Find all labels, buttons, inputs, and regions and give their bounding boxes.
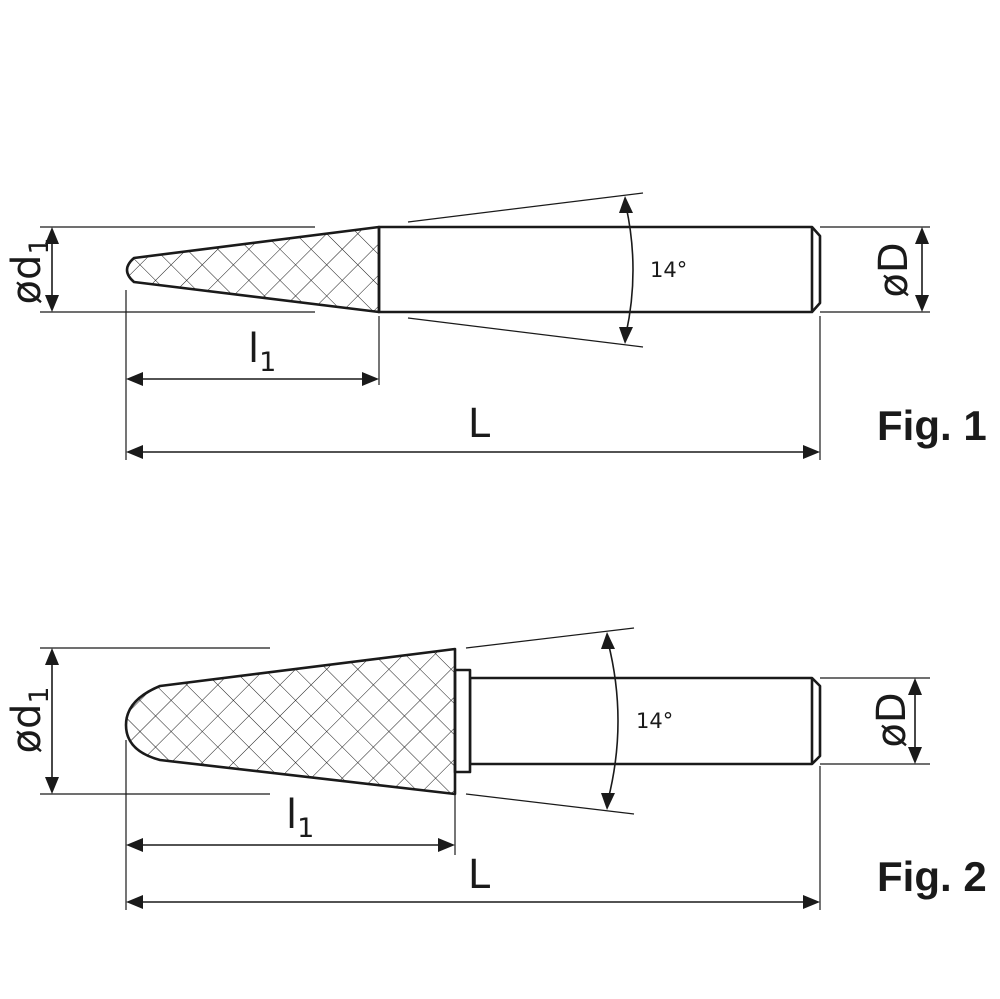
label-angle: 14° [650, 258, 687, 282]
angle-arc [607, 641, 619, 801]
arrow-D-top [908, 678, 922, 695]
arrow-d1-bottom [45, 295, 59, 312]
arrow-l1-right [438, 838, 455, 852]
cutting-head-outline [124, 647, 457, 796]
neck-collar [453, 668, 472, 774]
arrow-D-bottom [915, 295, 929, 312]
arrow-D-bottom [908, 747, 922, 764]
label-overall-length: L [468, 401, 491, 447]
shank-body [377, 225, 822, 314]
arrow-L-left [126, 445, 143, 459]
label-head-length: l1 [286, 792, 314, 844]
label-small-diameter: ød1 [4, 686, 55, 753]
arrow-l1-left [126, 372, 143, 386]
figure-caption: Fig. 1 [877, 402, 987, 449]
arrow-l1-left [126, 838, 143, 852]
arrow-d1-top [45, 648, 59, 665]
cutting-head-hatch [126, 649, 455, 794]
label-angle: 14° [636, 709, 673, 733]
arrow-d1-bottom [45, 777, 59, 794]
arrow-D-top [915, 227, 929, 244]
angle-line-bottom [407, 317, 644, 348]
cutting-head-outline [125, 225, 381, 314]
arrow-d1-top [45, 227, 59, 244]
label-overall-length: L [468, 852, 491, 898]
figure-1: ød1 øD 14° l1 L Fig. 1 [4, 192, 987, 460]
label-large-diameter: øD [869, 692, 915, 747]
angle-line-bottom [465, 793, 635, 815]
angle-arc [625, 205, 634, 335]
label-large-diameter: øD [871, 242, 917, 297]
angle-line-top [465, 627, 635, 649]
cutting-head-hatch [127, 227, 379, 312]
label-head-length: l1 [248, 326, 276, 378]
arrow-L-left [126, 895, 143, 909]
arrow-angle-bottom [619, 327, 633, 344]
figure-2: ød1 øD 14° l1 L Fig. 2 [4, 627, 987, 910]
angle-line-top [407, 192, 644, 223]
arrow-angle-bottom [601, 793, 615, 810]
arrow-angle-top [619, 196, 633, 213]
arrow-angle-top [601, 632, 615, 649]
arrow-L-right [803, 445, 820, 459]
arrow-l1-right [362, 372, 379, 386]
label-small-diameter: ød1 [4, 237, 55, 304]
arrow-L-right [803, 895, 820, 909]
figure-caption: Fig. 2 [877, 853, 987, 900]
